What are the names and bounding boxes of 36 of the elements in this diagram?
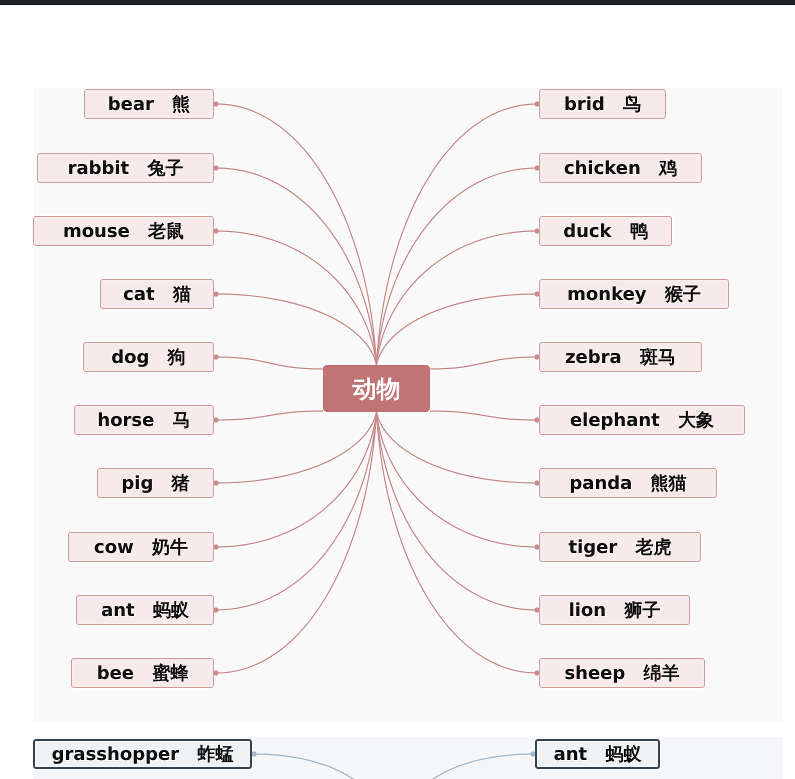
topic-box: cat 猫 xyxy=(100,279,214,309)
topic-box: rabbit 兔子 xyxy=(37,153,214,183)
connector xyxy=(376,228,540,366)
connector xyxy=(213,410,323,423)
topic-box: sheep 绵羊 xyxy=(539,658,705,688)
connector xyxy=(376,412,540,486)
connector xyxy=(376,412,540,613)
topic-box: pig 猪 xyxy=(97,468,214,498)
topic-box: brid 鸟 xyxy=(539,89,666,119)
topic-box: monkey 猴子 xyxy=(539,279,729,309)
topic-box: bear 熊 xyxy=(84,89,214,119)
connector xyxy=(376,165,540,366)
topic-box: grasshopper 蚱蜢 xyxy=(33,739,252,769)
topic-box: zebra 斑马 xyxy=(539,342,702,372)
connector xyxy=(376,291,540,366)
connector xyxy=(213,354,324,370)
topic-box: horse 马 xyxy=(74,405,214,435)
topic-box: mouse 老鼠 xyxy=(33,216,214,246)
topic-box: elephant 大象 xyxy=(539,405,745,435)
topic-box: chicken 鸡 xyxy=(539,153,702,183)
connector xyxy=(213,412,378,486)
topic-box: cow 奶牛 xyxy=(68,532,214,562)
topic-box: bee 蜜蜂 xyxy=(71,658,214,688)
connector xyxy=(213,291,378,366)
connector xyxy=(430,410,540,423)
central-topic-box: 动物 xyxy=(323,365,430,412)
topic-box: ant 蚂蚁 xyxy=(76,595,214,625)
topic-box: lion 狮子 xyxy=(539,595,690,625)
topic-box: dog 狗 xyxy=(83,342,214,372)
topic-box: duck 鸭 xyxy=(539,216,672,246)
connector xyxy=(376,412,540,550)
connector xyxy=(213,412,378,550)
topic-box: tiger 老虎 xyxy=(539,532,701,562)
topic-box: ant 蚂蚁 xyxy=(535,739,660,769)
connector xyxy=(430,354,540,370)
topic-box: panda 熊猫 xyxy=(539,468,717,498)
